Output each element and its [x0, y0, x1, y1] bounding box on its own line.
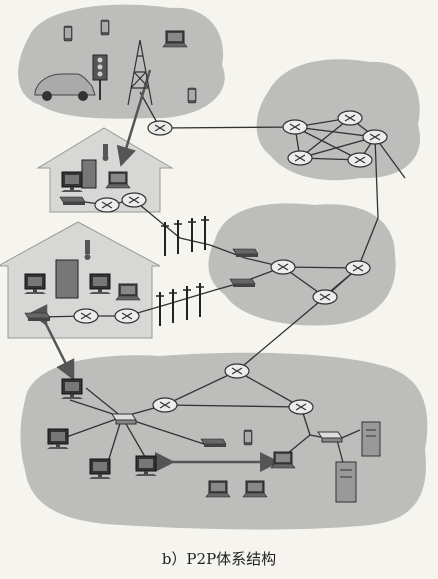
utility-pole-icon: [187, 217, 197, 253]
router-icon: [152, 397, 178, 413]
tablet-icon: [243, 429, 253, 446]
smartphone-icon: [187, 87, 197, 104]
modem-icon: [229, 278, 256, 288]
laptop-icon: [162, 30, 188, 48]
router-icon: [345, 260, 371, 276]
router-icon: [362, 129, 388, 145]
thermometer-icon: [102, 144, 109, 161]
laptop-icon: [115, 283, 141, 301]
laptop-icon: [105, 171, 131, 189]
car-icon: [34, 73, 96, 101]
laptop-icon: [270, 451, 296, 469]
utility-pole-icon: [155, 291, 165, 327]
refrigerator-icon: [81, 159, 97, 189]
router-icon: [94, 197, 120, 213]
figure-caption: b）P2P体系结构: [161, 550, 277, 568]
server-icon: [335, 461, 357, 503]
utility-pole-icon: [182, 285, 192, 321]
home-to-enterprise-arrow: [29, 304, 75, 381]
laptop-icon: [205, 480, 231, 498]
utility-pole-icon: [173, 219, 183, 255]
wireless-link-arrow: [116, 69, 152, 167]
regional-isp: [208, 203, 396, 326]
utility-pole-icon: [160, 221, 170, 257]
router-icon: [224, 363, 250, 379]
server-icon: [361, 421, 381, 457]
cell-tower-icon: [127, 39, 153, 106]
modem-icon: [24, 312, 51, 322]
router-icon: [312, 289, 338, 305]
thermometer-icon: [84, 240, 91, 260]
switch-icon: [317, 431, 343, 443]
router-icon: [121, 192, 147, 208]
router-icon: [147, 120, 173, 136]
router-icon: [337, 110, 363, 126]
router-icon: [270, 259, 296, 275]
smartphone-icon: [63, 25, 73, 42]
smartphone-icon: [100, 19, 110, 36]
utility-pole-icon: [195, 282, 205, 318]
router-icon: [73, 308, 99, 324]
router-icon: [288, 399, 314, 415]
router-icon: [287, 150, 313, 166]
modem-icon: [59, 196, 86, 206]
modem-icon: [200, 438, 227, 448]
switch-icon: [111, 413, 137, 425]
router-icon: [282, 119, 308, 135]
utility-pole-icon: [168, 288, 178, 324]
laptop-icon: [242, 480, 268, 498]
refrigerator-icon: [55, 259, 79, 299]
router-icon: [347, 152, 373, 168]
modem-icon: [232, 248, 259, 258]
router-icon: [114, 308, 140, 324]
traffic-light-icon: [92, 54, 108, 100]
